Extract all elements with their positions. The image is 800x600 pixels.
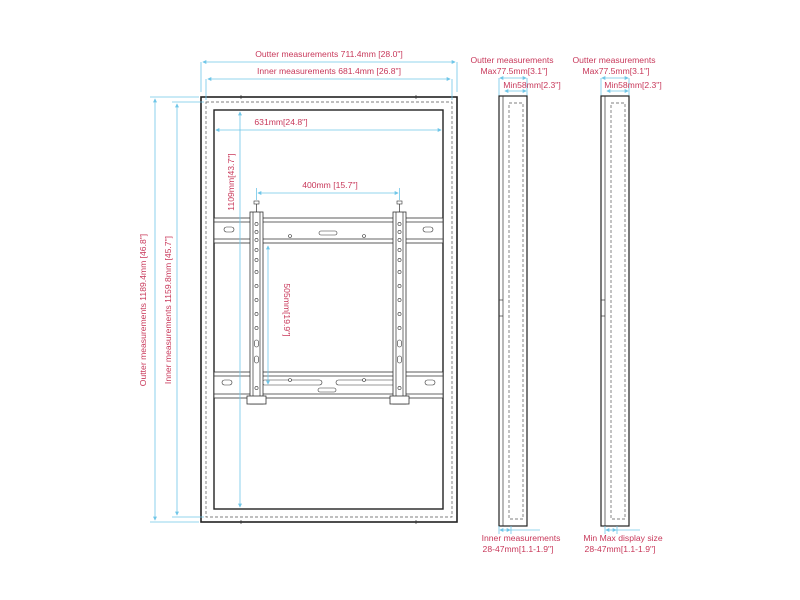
side-left-bottom-label-2: 28-47mm[1.1-1.9"] [483, 544, 554, 554]
side-right-top-label-2: Max77.5mm[3.1"] [582, 66, 649, 76]
side-right-top-label-1: Outter measurements [572, 55, 655, 65]
side-left-body [498, 95, 528, 527]
bracket-height-label: 505mm[19.9"] [282, 283, 292, 336]
screen-height-label: 1109mm[43.7"] [226, 153, 236, 210]
outer-frame [200, 96, 458, 523]
front-view: Outter measurements 711.4mm [28.0"] Inne… [138, 49, 458, 524]
outer-width-label: Outter measurements 711.4mm [28.0"] [255, 49, 403, 59]
side-left-bottom-label-1: Inner measurements [482, 533, 561, 543]
upper-horizontal-rail [213, 217, 444, 244]
screen-width-label: 631mm[24.8"] [254, 117, 307, 127]
inner-dashed-frame [205, 101, 453, 518]
side-left-min-label: Min58mm[2.3"] [503, 80, 561, 90]
side-right-bottom-label-1: Min Max display size [583, 533, 662, 543]
inner-width-label: Inner measurements 681.4mm [26.8"] [257, 66, 401, 76]
outer-height-label: Outter measurements 1189.4mm [46.8"] [138, 234, 148, 386]
lower-horizontal-rail [213, 371, 444, 399]
side-left-top-label-1: Outter measurements [470, 55, 553, 65]
inner-height-label: Inner measurements 1159.8mm [45.7"] [163, 236, 173, 384]
side-left-top-label-2: Max77.5mm[3.1"] [480, 66, 547, 76]
side-right-min-label: Min58mm[2.3"] [604, 80, 662, 90]
bracket-width-label: 400mm [15.7"] [302, 180, 358, 190]
side-view-right: Outter measurements Max77.5mm[3.1"] Min5… [572, 55, 662, 554]
left-vertical-bracket [246, 200, 267, 405]
side-view-left: Outter measurements Max77.5mm[3.1"] Min5… [470, 55, 560, 554]
side-right-body [600, 95, 630, 527]
screen-panel [213, 109, 444, 510]
right-vertical-bracket [389, 200, 410, 405]
side-right-bottom-label-2: 28-47mm[1.1-1.9"] [585, 544, 656, 554]
